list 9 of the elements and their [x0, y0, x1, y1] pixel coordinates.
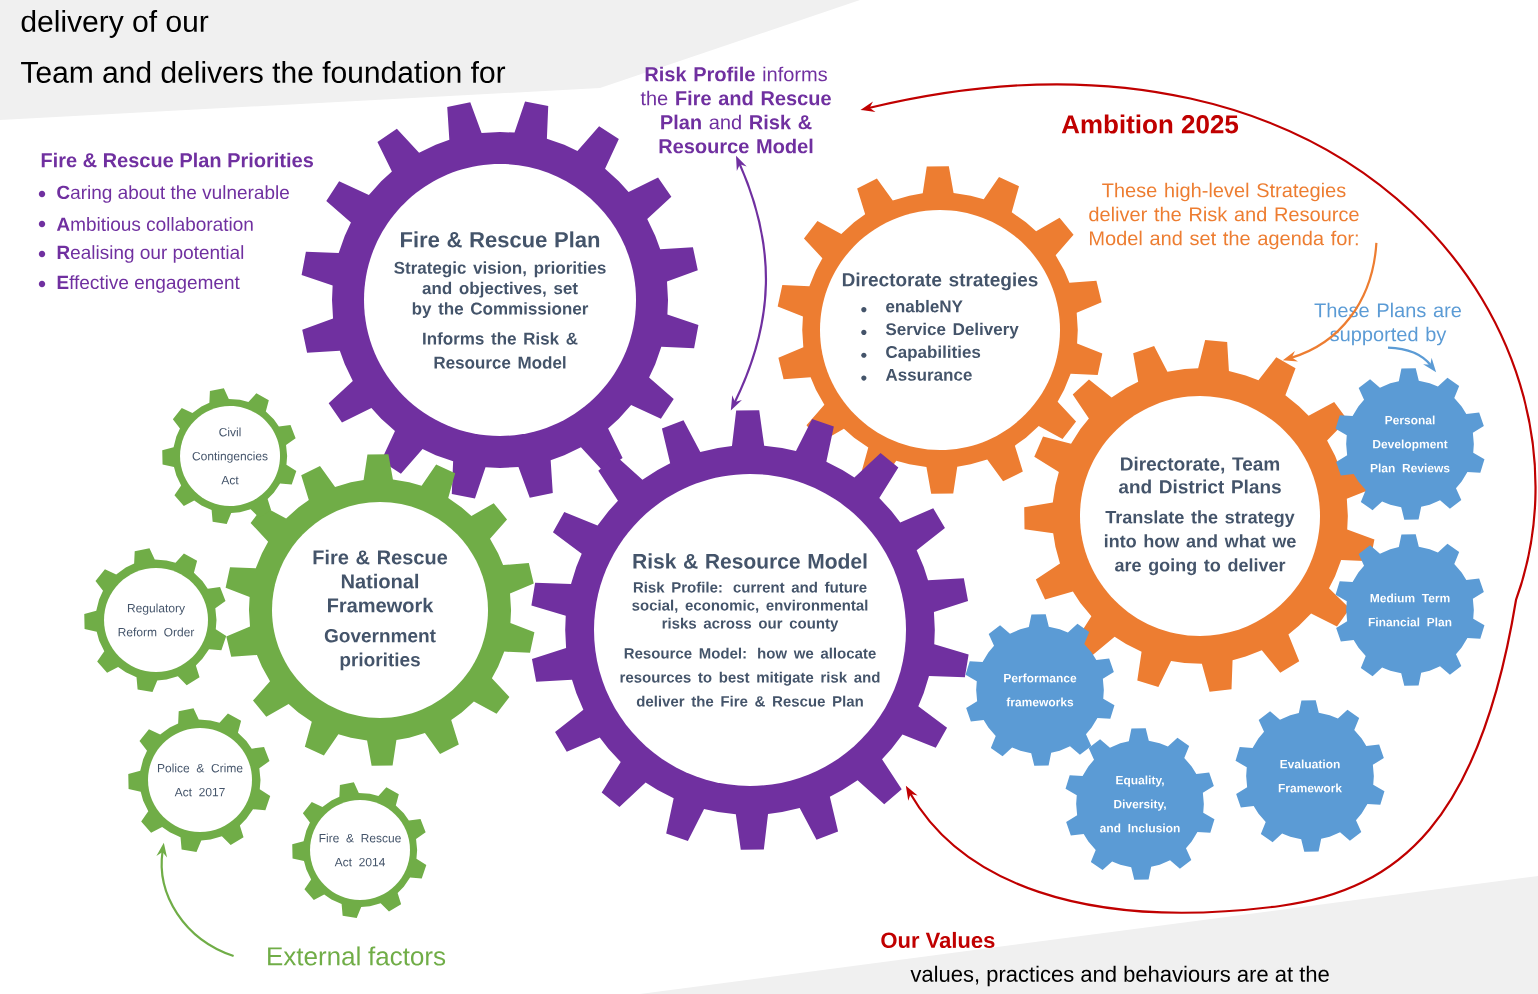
- note-text: External factors: [268, 946, 446, 966]
- label-text: values, practices and behaviours are at the: [910, 965, 1329, 987]
- label-text: Effective engagement: [57, 275, 240, 293]
- edge-label: Ambition 2025: [1061, 114, 1239, 134]
- label-text: delivery of our: [21, 10, 209, 38]
- label-text: Team and delivers the foundation for: [21, 61, 506, 83]
- label-text: Our Values: [881, 931, 995, 949]
- label-text: Realising our potential: [57, 245, 244, 263]
- label-text: Ambitious collaboration: [56, 217, 253, 231]
